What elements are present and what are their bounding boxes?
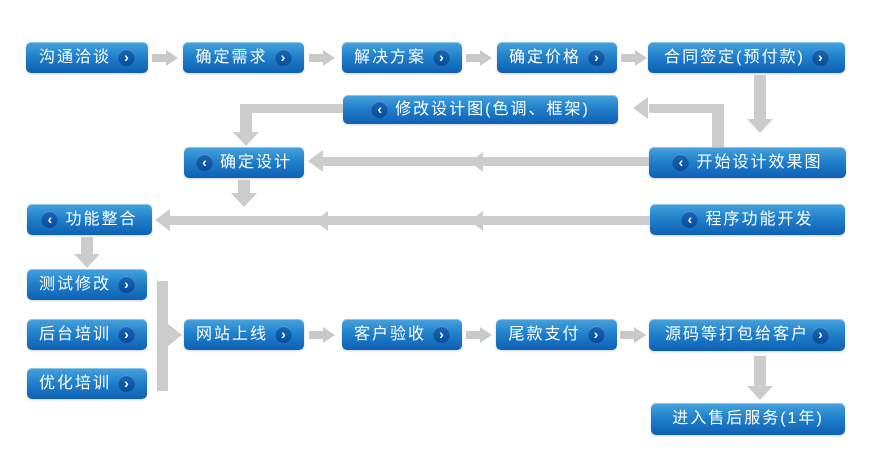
step-label: 确定需求	[195, 48, 268, 66]
arrow-right-connector	[309, 50, 335, 66]
connector-line	[157, 281, 168, 391]
chevron-right-icon: ›	[811, 49, 829, 66]
arrow-left-connector	[470, 211, 483, 231]
step-source-code-delivery: 源码等打包给客户 ›	[649, 319, 845, 351]
step-label: 程序功能开发	[705, 210, 814, 228]
step-label: 解决方案	[353, 48, 426, 66]
connector-line	[754, 356, 766, 386]
chevron-right-icon: ›	[275, 326, 292, 343]
chevron-left-icon: ‹	[371, 101, 389, 118]
chevron-right-icon: ›	[118, 276, 135, 293]
arrow-right-connector	[309, 327, 335, 343]
chevron-right-icon: ›	[118, 326, 135, 343]
chevron-right-icon: ›	[587, 326, 605, 343]
connector-line	[240, 104, 252, 133]
step-label: 确定设计	[219, 153, 292, 171]
arrow-right-connector	[620, 327, 646, 343]
arrow-down-connector	[747, 119, 773, 133]
chevron-left-icon: ‹	[681, 211, 699, 228]
step-label: 尾款支付	[508, 325, 581, 343]
step-final-payment: 尾款支付 ›	[496, 319, 617, 350]
chevron-right-icon: ›	[433, 326, 450, 343]
chevron-right-icon: ›	[274, 49, 292, 66]
arrow-right-connector	[621, 50, 647, 66]
step-backend-training: 后台培训 ›	[27, 319, 147, 350]
step-label: 进入售后服务(1年)	[672, 410, 824, 427]
arrow-down-connector	[233, 132, 259, 146]
connector-line	[238, 180, 250, 193]
chevron-right-icon: ›	[812, 326, 829, 344]
step-solution-proposal: 解决方案 ›	[342, 42, 462, 73]
step-label: 开始设计效果图	[696, 153, 823, 171]
step-label: 优化培训	[38, 374, 111, 392]
arrow-left-connector	[633, 97, 648, 119]
step-label: 合同签定(预付款)	[664, 48, 805, 66]
connector-line	[81, 237, 93, 254]
chevron-right-icon: ›	[433, 49, 450, 66]
step-label: 修改设计图(色调、框架)	[395, 100, 590, 118]
step-label: 沟通洽谈	[38, 48, 111, 66]
step-revise-design: ‹ 修改设计图(色调、框架)	[343, 95, 618, 124]
connector-line	[649, 104, 724, 113]
step-after-sales-service: 进入售后服务(1年)	[651, 403, 845, 435]
chevron-left-icon: ‹	[672, 154, 690, 171]
connector-line	[240, 104, 343, 113]
arrow-down-connector	[231, 193, 257, 207]
arrow-right-connector	[466, 50, 492, 66]
arrow-down-connector	[74, 254, 100, 268]
step-communication-negotiation: 沟通洽谈 ›	[26, 42, 148, 73]
step-label: 网站上线	[195, 325, 268, 343]
step-label: 源码等打包给客户	[664, 326, 809, 343]
arrow-down-connector	[747, 386, 773, 400]
arrow-right-connector	[152, 50, 178, 66]
chevron-right-icon: ›	[118, 49, 135, 66]
step-contract-signing: 合同签定(预付款) ›	[648, 42, 845, 73]
step-program-development: ‹ 程序功能开发	[650, 204, 845, 235]
connector-line	[320, 157, 649, 166]
step-start-design-mockup: ‹ 开始设计效果图	[649, 147, 846, 178]
arrow-left-connector	[315, 211, 328, 231]
step-client-acceptance: 客户验收 ›	[342, 319, 462, 350]
connector-line	[168, 216, 650, 225]
connector-line	[754, 75, 766, 119]
arrow-left-connector	[470, 152, 483, 172]
step-optimization-training: 优化培训 ›	[27, 368, 147, 399]
chevron-left-icon: ‹	[41, 211, 59, 228]
step-site-launch: 网站上线 ›	[184, 319, 304, 350]
step-confirm-design: ‹ 确定设计	[184, 147, 304, 178]
chevron-right-icon: ›	[118, 375, 135, 392]
arrow-left-connector	[155, 209, 170, 231]
connector-line	[712, 104, 724, 147]
arrow-left-connector	[308, 150, 323, 172]
step-label: 确定价格	[508, 48, 581, 66]
step-confirm-price: 确定价格 ›	[497, 42, 617, 73]
chevron-right-icon: ›	[588, 49, 605, 66]
step-testing-fixes: 测试修改 ›	[27, 269, 147, 300]
step-label: 后台培训	[38, 325, 111, 343]
step-label: 测试修改	[38, 275, 111, 293]
step-label: 功能整合	[65, 210, 138, 228]
arrow-right-connector	[466, 327, 492, 343]
arrow-right-connector	[168, 324, 182, 346]
step-feature-integration: ‹ 功能整合	[27, 204, 152, 235]
chevron-left-icon: ‹	[195, 154, 213, 171]
step-confirm-requirements: 确定需求 ›	[183, 42, 304, 73]
step-label: 客户验收	[353, 325, 426, 343]
